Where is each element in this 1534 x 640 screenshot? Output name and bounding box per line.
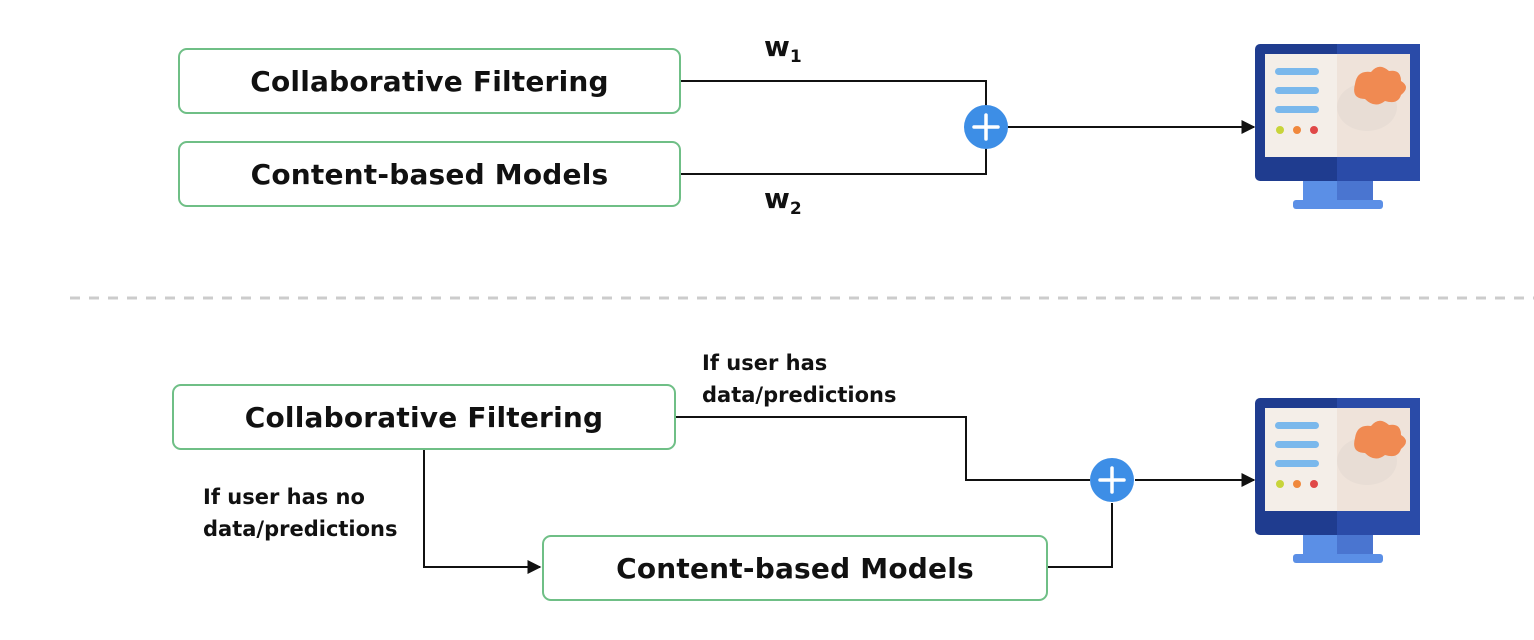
arrow-cf-to-cb-bottom (423, 449, 542, 574)
condition-no-data-label: If user has no data/predictions (203, 481, 398, 545)
collaborative-filtering-box-top: Collaborative Filtering (178, 48, 681, 114)
connector-cb-to-plus-bottom (1048, 503, 1113, 568)
monitor-icon (1255, 44, 1420, 209)
weight-subscript: 2 (789, 199, 802, 219)
condition-line: If user has (702, 351, 828, 375)
content-based-models-box-bottom: Content-based Models (542, 535, 1048, 601)
plus-circle-icon (964, 105, 1008, 149)
connector-cf-to-plus-top (681, 80, 987, 108)
weight-symbol: w (764, 30, 790, 63)
plus-circle-icon (1090, 458, 1134, 502)
condition-has-data-label: If user has data/predictions (702, 347, 897, 411)
content-based-models-box-top: Content-based Models (178, 141, 681, 207)
connector-cb-to-plus-top (681, 148, 987, 175)
connector-cf-to-plus-bottom (676, 416, 1090, 481)
weight-subscript: 1 (789, 47, 802, 67)
condition-line: If user has no (203, 485, 365, 509)
monitor-icon (1255, 398, 1420, 563)
condition-line: data/predictions (203, 517, 398, 541)
weight-symbol: w (764, 182, 790, 215)
collaborative-filtering-box-bottom: Collaborative Filtering (172, 384, 676, 450)
weight-label-w1: w1 (764, 30, 802, 67)
condition-line: data/predictions (702, 383, 897, 407)
weight-label-w2: w2 (764, 182, 802, 219)
